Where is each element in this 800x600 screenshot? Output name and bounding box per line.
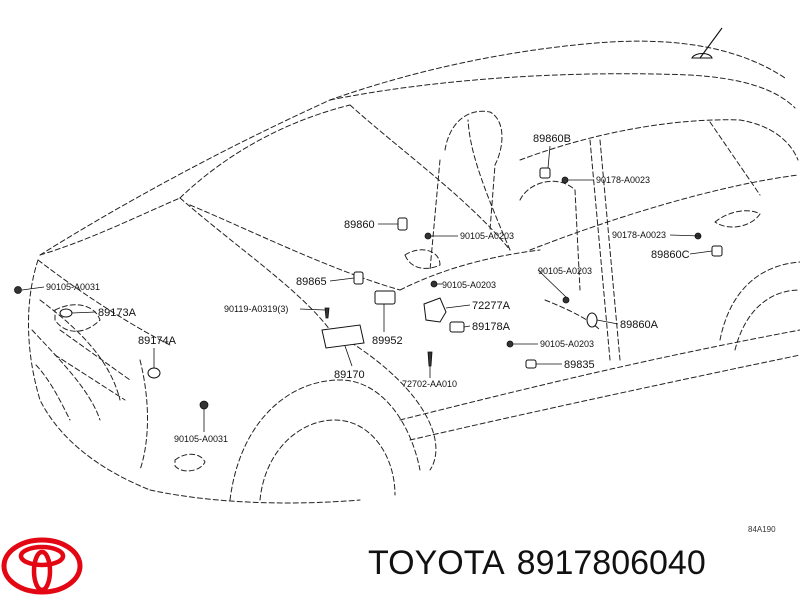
brand-name: TOYOTA bbox=[368, 544, 505, 582]
sensor-89860 bbox=[397, 217, 408, 231]
label-89170: 89170 bbox=[334, 369, 365, 381]
label-90178-top: 90178-A0023 bbox=[596, 175, 650, 185]
label-90105-left: 90105-A0031 bbox=[46, 282, 100, 292]
label-89860: 89860 bbox=[344, 219, 375, 231]
label-90119: 90119-A0319(3) bbox=[224, 304, 288, 314]
sensor-89865 bbox=[353, 271, 364, 285]
sensor-89178A bbox=[449, 321, 465, 333]
sensor-89860C bbox=[711, 245, 723, 257]
part-labels: 89860B 90178-A0023 89860 90105-A0203 901… bbox=[46, 133, 776, 534]
label-90105-b: 90105-A0203 bbox=[442, 280, 496, 290]
bolt-90105-a bbox=[424, 232, 432, 240]
brand-part-number-caption: TOYOTA 8917806040 bbox=[368, 546, 718, 580]
label-72702: 72702-AA010 bbox=[402, 379, 457, 389]
label-72277A: 72277A bbox=[472, 300, 511, 312]
leader-lines bbox=[21, 145, 713, 432]
diagram-code: 84A190 bbox=[748, 525, 776, 534]
sensor-89860B bbox=[539, 167, 551, 179]
bolt-90105-b bbox=[430, 280, 438, 288]
bolt-90178-top bbox=[561, 176, 569, 184]
sensor-89952 bbox=[374, 290, 396, 305]
sensor-89173A bbox=[59, 308, 73, 318]
bolt-72702 bbox=[427, 351, 433, 367]
label-89173A: 89173A bbox=[98, 307, 137, 319]
bolt-90105-d bbox=[506, 340, 514, 348]
label-89865: 89865 bbox=[296, 276, 327, 288]
bolt-90105-bottom bbox=[199, 400, 209, 410]
vehicle-outline bbox=[28, 27, 800, 504]
sensor-89860A bbox=[586, 312, 598, 328]
label-89174A: 89174A bbox=[138, 335, 177, 347]
bolt-90105-left bbox=[14, 286, 22, 294]
label-90178-mid: 90178-A0023 bbox=[612, 230, 666, 240]
toyota-logo-icon bbox=[1, 537, 83, 595]
label-89860B: 89860B bbox=[533, 133, 571, 145]
label-89860A: 89860A bbox=[620, 319, 659, 331]
label-89835: 89835 bbox=[564, 359, 595, 371]
label-90105-c: 90105-A0203 bbox=[538, 266, 592, 276]
screw-90119 bbox=[324, 307, 330, 319]
label-90105-d: 90105-A0203 bbox=[540, 339, 594, 349]
bolt-90105-c bbox=[562, 296, 570, 304]
part-number: 8917806040 bbox=[516, 544, 706, 582]
label-90105-bottom: 90105-A0031 bbox=[174, 434, 228, 444]
label-90105-a: 90105-A0203 bbox=[460, 231, 514, 241]
sensor-89835 bbox=[525, 359, 537, 369]
sensor-89174A bbox=[147, 367, 161, 379]
center-airbag-sensor-89170 bbox=[321, 324, 365, 349]
bracket-72277A bbox=[423, 297, 447, 323]
label-89178A: 89178A bbox=[472, 321, 511, 333]
label-89860C: 89860C bbox=[651, 249, 690, 261]
label-89952: 89952 bbox=[372, 335, 403, 347]
